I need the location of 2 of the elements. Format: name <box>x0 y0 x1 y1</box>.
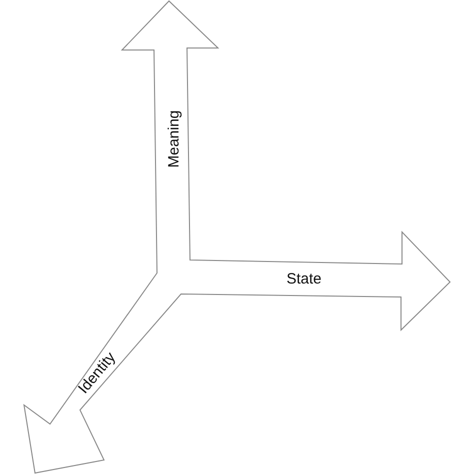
axis-label: State <box>286 272 322 286</box>
axis-label: Meaning <box>166 110 182 168</box>
